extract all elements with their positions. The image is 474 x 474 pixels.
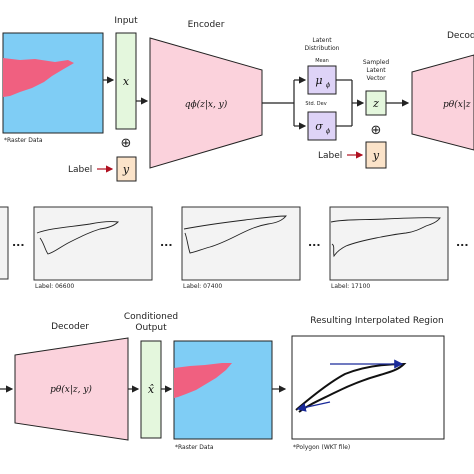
mean-label: Mean	[315, 58, 329, 64]
sigma-box: σ ϕ	[307, 111, 337, 141]
label-y-box-2: y	[365, 141, 387, 169]
output-raster-caption: *Raster Data	[175, 444, 214, 451]
concat-oplus-icon: ⊕	[121, 136, 132, 151]
y-symbol: y	[122, 163, 130, 176]
polygon-output-panel	[291, 335, 445, 440]
std-label: Std. Dev	[305, 101, 326, 107]
interp-panel-0	[0, 206, 9, 280]
mu-box: μ ϕ	[307, 65, 337, 95]
output-raster-image	[173, 340, 273, 440]
latent-distribution-label-2: Distribution	[304, 45, 339, 52]
resulting-region-label: Resulting Interpolated Region	[310, 316, 443, 326]
panel-2-caption: Label: 07400	[183, 283, 222, 290]
decoder-funnel-partial: pθ(x|z	[411, 54, 474, 151]
sampled-label-3: Vector	[366, 75, 386, 82]
z-box: z	[365, 90, 387, 116]
x-symbol: x	[123, 75, 130, 88]
decoder-funnel: pθ(x|z, y)	[14, 337, 129, 441]
panel-3-caption: Label: 17100	[331, 283, 370, 290]
y-symbol-2: y	[372, 149, 380, 162]
z-symbol: z	[372, 97, 379, 110]
interp-panel-3	[329, 206, 449, 281]
input-raster-image	[2, 32, 104, 134]
mu-subscript: ϕ	[326, 82, 330, 89]
latent-distribution-label-1: Latent	[312, 37, 332, 44]
raster-caption: *Raster Data	[4, 137, 43, 144]
panel-1-caption: Label: 06600	[35, 283, 74, 290]
interp-panel-1	[33, 206, 153, 281]
sigma-subscript: ϕ	[326, 128, 330, 135]
xhat-symbol: x̂	[148, 383, 155, 396]
xhat-box: x̂	[140, 340, 162, 439]
ellipsis-2: ...	[160, 236, 173, 249]
conditioned-output-label-1: Conditioned	[124, 312, 178, 322]
polygon-arrow-bottom	[296, 401, 331, 412]
label-text-2: Label	[318, 151, 342, 161]
encoder-label: Encoder	[188, 20, 225, 30]
concat-oplus-icon-2: ⊕	[371, 123, 382, 138]
ellipsis-1: ...	[12, 236, 25, 249]
label-y-box: y	[116, 156, 137, 182]
mu-symbol: μ	[315, 74, 322, 87]
decoder-label-partial: Decod	[447, 31, 474, 41]
encoder-funnel: qϕ(z|x, y)	[149, 37, 263, 169]
encoder-formula: qϕ(z|x, y)	[185, 99, 228, 110]
polygon-caption: *Polygon (WKT file)	[293, 444, 350, 451]
ellipsis-4: ...	[456, 236, 469, 249]
conditioned-output-label-2: Output	[135, 323, 167, 333]
decoder-formula-partial: pθ(x|z	[443, 99, 471, 110]
sampled-label-2: Latent	[366, 67, 386, 74]
decoder-formula: pθ(x|z, y)	[50, 384, 92, 395]
label-text: Label	[68, 165, 92, 175]
sigma-symbol: σ	[315, 120, 323, 133]
input-x-box: x	[115, 32, 137, 130]
sampled-label-1: Sampled	[363, 59, 389, 66]
interp-panel-2	[181, 206, 301, 281]
ellipsis-3: ...	[308, 236, 321, 249]
decoder-label: Decoder	[51, 322, 89, 332]
input-label: Input	[114, 16, 138, 26]
